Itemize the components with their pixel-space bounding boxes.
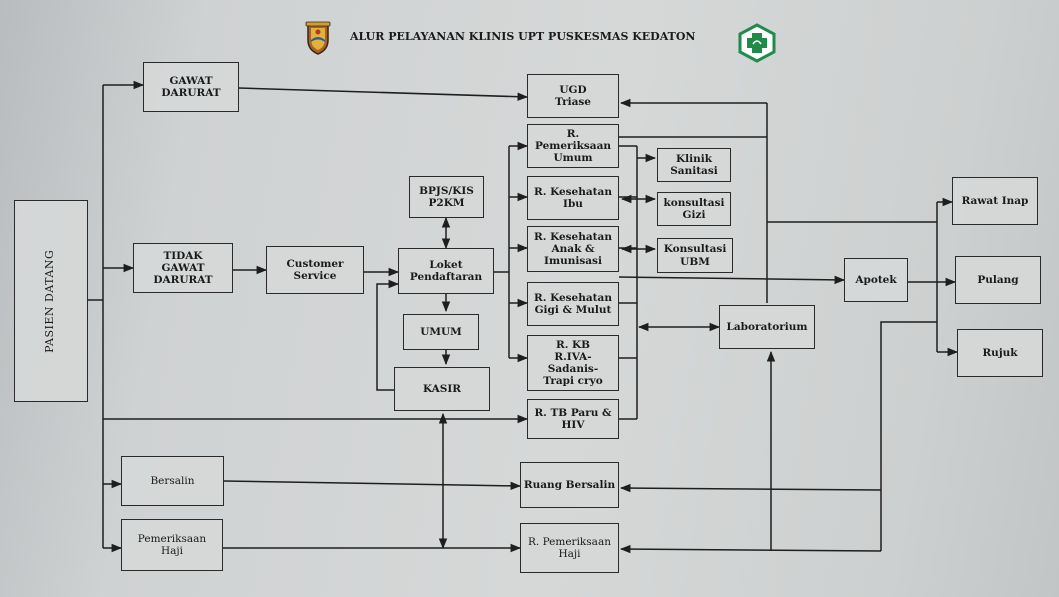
ugd-triase-box: UGD Triase [527, 74, 619, 118]
klinik-sanitasi-box: Klinik Sanitasi [657, 148, 731, 182]
bersalin-box: Bersalin [121, 456, 224, 506]
umum-box: UMUM [403, 314, 479, 350]
r-pemeriksaan-haji-box: R. Pemeriksaan Haji [520, 523, 619, 573]
konsultasi-ubm-box: Konsultasi UBM [657, 238, 733, 273]
r-tb-paru-box: R. TB Paru & HIV [527, 399, 619, 439]
rujuk-box: Rujuk [957, 329, 1043, 377]
pulang-box: Pulang [955, 256, 1041, 304]
connector-33 [618, 275, 846, 285]
loket-pendaftaran-box: Loket Pendaftaran [398, 248, 494, 294]
apotek-box: Apotek [844, 258, 908, 302]
r-kesehatan-ibu-box: R. Kesehatan Ibu [527, 176, 619, 220]
customer-service-box: Customer Service [266, 246, 364, 294]
bpjs-box: BPJS/KIS P2KM [409, 176, 484, 218]
connector-8 [238, 87, 529, 101]
kasir-box: KASIR [394, 367, 490, 411]
konsultasi-gizi-box: konsultasi Gizi [657, 192, 731, 226]
pemeriksaan-haji-box: Pemeriksaan Haji [121, 519, 223, 571]
r-kb-box: R. KB R.IVA-Sadanis- Trapi cryo [527, 335, 619, 391]
r-kesehatan-gigi-box: R. Kesehatan Gigi & Mulut [527, 282, 619, 326]
connector-44 [619, 544, 882, 554]
laboratorium-box: Laboratorium [719, 305, 815, 349]
pasien-datang-box: PASIEN DATANG [14, 200, 88, 402]
gawat-darurat-box: GAWAT DARURAT [143, 62, 239, 112]
regional-emblem-icon [300, 20, 336, 60]
pasien-datang-label: PASIEN DATANG [43, 249, 57, 353]
puskesmas-logo-icon [737, 23, 777, 67]
ruang-bersalin-box: Ruang Bersalin [520, 462, 619, 508]
r-pemeriksaan-umum-box: R. Pemeriksaan Umum [527, 124, 619, 168]
connector-14 [376, 279, 400, 391]
tidak-gawat-darurat-box: TIDAK GAWAT DARURAT [133, 243, 233, 293]
diagram-title: ALUR PELAYANAN KLINIS UPT PUSKESMAS KEDA… [350, 30, 696, 43]
rawat-inap-box: Rawat Inap [952, 177, 1038, 225]
connector-43 [619, 483, 882, 493]
connector-47 [223, 480, 522, 491]
r-kesehatan-anak-box: R. Kesehatan Anak & Imunisasi [527, 226, 619, 272]
connector-42 [880, 321, 937, 551]
